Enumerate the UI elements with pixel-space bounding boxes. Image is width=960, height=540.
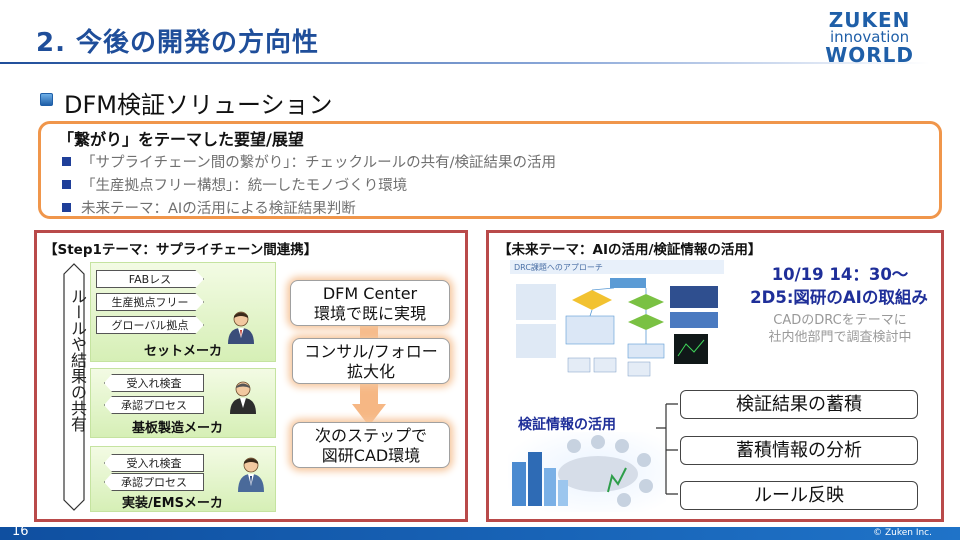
- copyright: © Zuken Inc.: [873, 528, 932, 538]
- research-note-1: CADのDRCをテーマに: [773, 313, 907, 328]
- businessman-icon: [228, 311, 254, 344]
- square-bullet-icon: [62, 203, 71, 212]
- requests-title: 「繋がり」をテーマした要望/展望: [58, 130, 304, 149]
- research-note-2: 社内他部門で調査検討中: [768, 330, 912, 345]
- tag-approval-process: 承認プロセス: [104, 473, 204, 491]
- set-maker-label: セットメーカ: [144, 344, 223, 359]
- tag-global-site: グローバル拠点: [96, 316, 204, 334]
- tag-incoming-inspection: 受入れ検査: [104, 454, 204, 472]
- section-heading: DFM検証ソリューション: [64, 91, 333, 119]
- requests-box: [38, 121, 942, 219]
- ai-data-collage-image: [508, 432, 666, 512]
- businessman-icon: [238, 457, 264, 492]
- slide-title: 2. 今後の開発の方向性: [36, 28, 320, 58]
- businessman-icon: [230, 381, 256, 414]
- request-item: 「サプライチェーン間の繋がり」：チェックルールの共有/検証結果の活用: [62, 151, 556, 172]
- ems-maker-label: 実装/EMSメーカ: [122, 496, 223, 511]
- future-panel-title: 【未来テーマ：AIの活用/検証情報の活用】: [498, 242, 762, 258]
- verify-bracket: [656, 403, 678, 495]
- page-number: 16: [12, 524, 29, 539]
- flow-step-text: DFM Center 環境で既に実現: [313, 284, 426, 323]
- flow-step-consulting: コンサル/フォロー 拡大化: [292, 338, 450, 384]
- footer-bar: [0, 527, 960, 540]
- step1-panel-title: 【Step1テーマ：サプライチェーン間連携】: [44, 242, 318, 258]
- logo-line-2: innovation: [830, 28, 910, 46]
- flow-step-text: 次のステップで 図研CAD環境: [314, 426, 427, 465]
- request-item-text: 「生産拠点フリー構想」：統一したモノづくり環境: [81, 178, 408, 194]
- logo-line-3: WORLD: [825, 43, 914, 67]
- tag-approval-process: 承認プロセス: [104, 396, 204, 414]
- request-item: 「生産拠点フリー構想」：統一したモノづくり環境: [62, 174, 407, 195]
- session-title: 2D5:図研のAIの取組み: [750, 288, 928, 307]
- flow-step-text: コンサル/フォロー 拡大化: [304, 342, 438, 381]
- tag-incoming-inspection: 受入れ検査: [104, 374, 204, 392]
- board-maker-label: 基板製造メーカ: [132, 421, 224, 436]
- section-bullet-icon: [40, 93, 53, 106]
- flow-step-dfm-center: DFM Center 環境で既に実現: [290, 280, 450, 326]
- rule-sharing-label: ルールや結果の共有: [68, 288, 87, 432]
- result-accumulation-box: 検証結果の蓄積: [680, 390, 918, 419]
- rule-feedback-box: ルール反映: [680, 481, 918, 510]
- request-item-text: 未来テーマ：AIの活用による検証結果判断: [81, 201, 356, 217]
- drc-thumbnail-caption: DRC課題へのアプローチ: [514, 263, 603, 272]
- result-analysis-box: 蓄積情報の分析: [680, 436, 918, 465]
- request-item-text: 「サプライチェーン間の繋がり」：チェックルールの共有/検証結果の活用: [81, 155, 556, 171]
- drc-flowchart-thumbnail: [510, 260, 724, 384]
- rule-sharing-banner: [63, 263, 85, 511]
- zuken-logo: ZUKEN innovation WORLD: [825, 10, 914, 65]
- tag-fabless: FABレス: [96, 270, 204, 288]
- title-underline: [0, 62, 930, 64]
- square-bullet-icon: [62, 157, 71, 166]
- flow-step-zuken-cad: 次のステップで 図研CAD環境: [292, 422, 450, 468]
- verify-info-label: 検証情報の活用: [518, 417, 616, 433]
- square-bullet-icon: [62, 180, 71, 189]
- request-item: 未来テーマ：AIの活用による検証結果判断: [62, 197, 356, 218]
- session-time: 10/19 14：30～: [771, 265, 909, 284]
- logo-line-1: ZUKEN: [828, 8, 911, 32]
- tag-site-free: 生産拠点フリー: [96, 293, 204, 311]
